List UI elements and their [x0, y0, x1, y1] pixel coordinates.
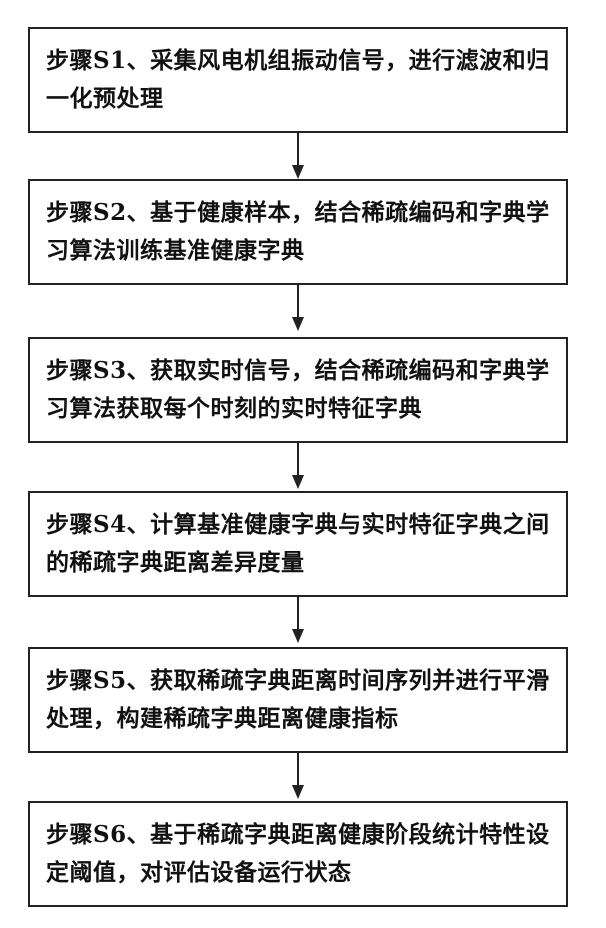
step-s4-label: 步骤S4、计算基准健康字典与实时特征字典之间的稀疏字典距离差异度量: [46, 506, 551, 582]
arrow-s2-s3: [291, 285, 305, 331]
step-s5-label: 步骤S5、获取稀疏字典距离时间序列并进行平滑处理，构建稀疏字典距离健康指标: [46, 662, 551, 738]
step-s3-label: 步骤S3、获取实时信号，结合稀疏编码和字典学习算法获取每个时刻的实时特征字典: [46, 352, 551, 428]
step-s5-box: 步骤S5、获取稀疏字典距离时间序列并进行平滑处理，构建稀疏字典距离健康指标: [28, 647, 568, 753]
arrow-s4-s5: [291, 597, 305, 643]
step-s1-box: 步骤S1、采集风电机组振动信号，进行滤波和归一化预处理: [28, 27, 568, 133]
step-s1-label: 步骤S1、采集风电机组振动信号，进行滤波和归一化预处理: [46, 42, 551, 118]
step-s6-label: 步骤S6、基于稀疏字典距离健康阶段统计特性设定阈值，对评估设备运行状态: [46, 816, 551, 892]
step-s2-box: 步骤S2、基于健康样本，结合稀疏编码和字典学习算法训练基准健康字典: [28, 179, 568, 285]
arrow-s3-s4: [291, 443, 305, 489]
step-s4-box: 步骤S4、计算基准健康字典与实时特征字典之间的稀疏字典距离差异度量: [28, 491, 568, 597]
step-s2-label: 步骤S2、基于健康样本，结合稀疏编码和字典学习算法训练基准健康字典: [46, 194, 551, 270]
arrow-s5-s6: [291, 753, 305, 799]
step-s3-box: 步骤S3、获取实时信号，结合稀疏编码和字典学习算法获取每个时刻的实时特征字典: [28, 337, 568, 443]
arrow-s1-s2: [291, 133, 305, 179]
step-s6-box: 步骤S6、基于稀疏字典距离健康阶段统计特性设定阈值，对评估设备运行状态: [28, 801, 568, 907]
